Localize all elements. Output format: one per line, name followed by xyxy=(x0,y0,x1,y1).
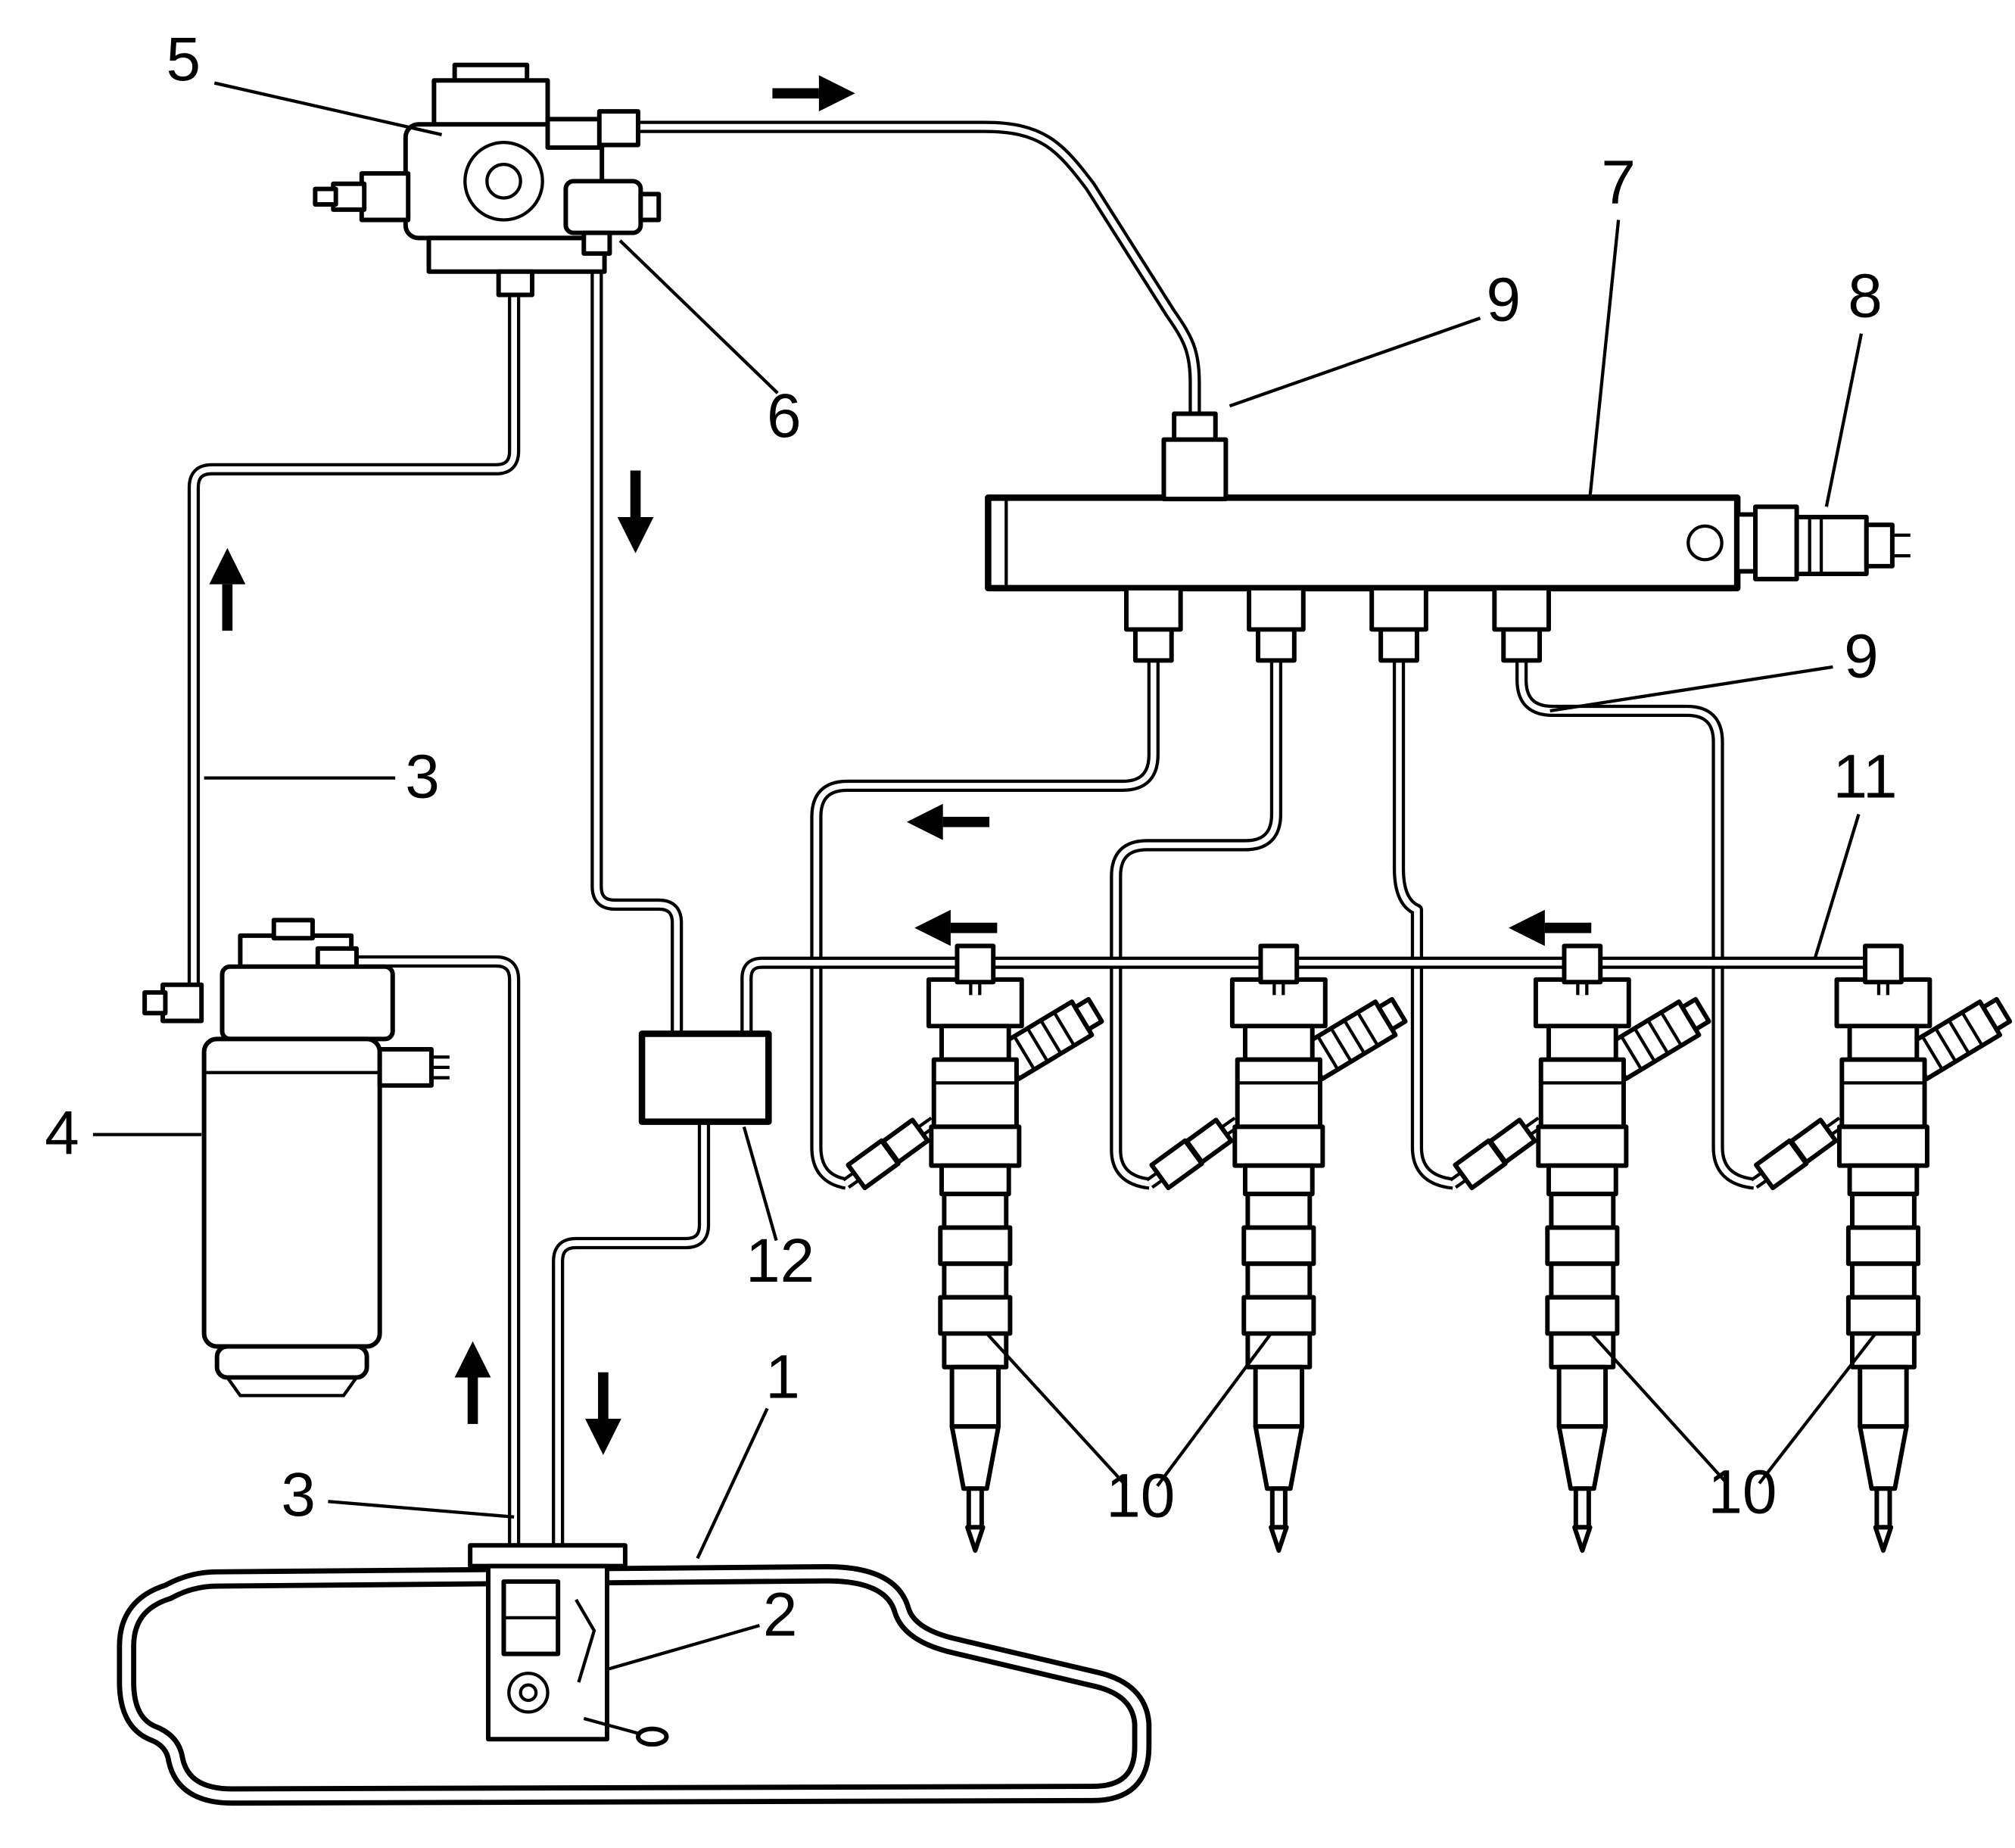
rail-outlet-fitting-1 xyxy=(1126,588,1181,661)
return-tee-4 xyxy=(1863,943,1904,985)
return-tee-2 xyxy=(1258,943,1300,985)
leader-10b-left xyxy=(1590,1332,1729,1485)
rail-outlet-fitting-3 xyxy=(1372,588,1426,661)
pump-outlet-fitting xyxy=(596,109,640,148)
leader-5 xyxy=(213,81,443,136)
callout-9-hp-line-top: 9 xyxy=(1486,266,1521,335)
callout-8-rail-sensor: 8 xyxy=(1848,261,1883,330)
leader-9a xyxy=(1229,316,1481,408)
fuel-return-junction-block xyxy=(638,1030,772,1125)
rail-pressure-sensor xyxy=(1735,504,1911,581)
callout-9-hp-line-inj: 9 xyxy=(1844,622,1879,691)
leader-6 xyxy=(618,239,779,394)
leader-10b-right xyxy=(1758,1332,1877,1485)
filter-heater-connector xyxy=(377,1047,434,1088)
callout-6-metering-unit: 6 xyxy=(767,382,802,450)
callout-10-injectors-left: 10 xyxy=(1106,1462,1175,1531)
leader-7 xyxy=(1588,220,1621,497)
return-tee-3 xyxy=(1562,943,1603,985)
return-tee-1 xyxy=(955,943,996,985)
leader-11 xyxy=(1813,813,1861,960)
leader-2 xyxy=(606,1624,760,1672)
leader-12 xyxy=(742,1126,778,1242)
callout-4-fuel-filter: 4 xyxy=(45,1099,79,1167)
leader-9b xyxy=(1549,665,1833,713)
callout-10-injectors-right: 10 xyxy=(1708,1458,1777,1527)
leader-8 xyxy=(1824,333,1864,507)
leader-1 xyxy=(696,1407,769,1560)
callout-11-return-line: 11 xyxy=(1833,742,1898,811)
fuel-metering-unit xyxy=(563,179,662,256)
rail-inlet-fitting xyxy=(1161,437,1229,502)
callout-1-fuel-tank: 1 xyxy=(765,1343,800,1412)
leader-10a-right xyxy=(1156,1332,1272,1488)
leader-3b xyxy=(328,1500,515,1519)
high-pressure-pump xyxy=(313,62,662,298)
leader-10a-left xyxy=(986,1332,1128,1488)
rail-outlet-fitting-4 xyxy=(1494,588,1549,661)
callout-2-pump-module: 2 xyxy=(763,1581,798,1650)
callout-12-junction-block: 12 xyxy=(746,1226,814,1295)
callout-5-hp-pump: 5 xyxy=(167,25,201,94)
fuel-pump-module xyxy=(468,1543,669,1747)
fuel-filter xyxy=(142,918,450,1398)
callout-3-tank-line: 3 xyxy=(281,1460,316,1529)
callout-7-fuel-rail: 7 xyxy=(1601,148,1636,217)
callout-3-supply-line: 3 xyxy=(405,742,440,811)
rail-outlet-fitting-2 xyxy=(1249,588,1303,661)
